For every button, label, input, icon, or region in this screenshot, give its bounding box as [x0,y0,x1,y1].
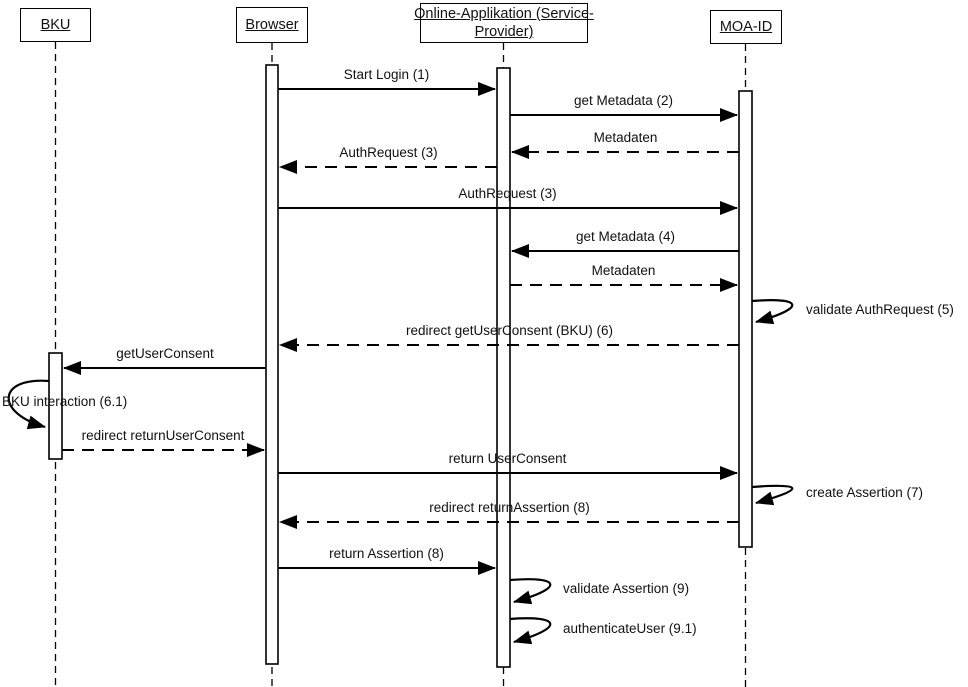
self-message-arrow-moa-id [751,299,794,325]
message-label: get Metadata (4) [575,229,676,244]
message-label: get Metadata (2) [573,93,674,108]
self-message-arrow-online-applikation [509,617,552,645]
message-label: redirect getUserConsent (BKU) (6) [405,323,614,338]
actor-label: MOA-ID [719,18,773,35]
actor-label: Provider) [474,24,534,40]
actor-online-applikation: Online-Applikation (Service- Provider) [414,3,594,43]
message-label: redirect returnUserConsent [81,428,245,443]
activation-bar-online-applikation [496,67,511,668]
message-label: getUserConsent [116,346,214,361]
message-label: redirect returnAssertion (8) [429,500,590,515]
message-label: return UserConsent [448,451,567,466]
message-label: Start Login (1) [343,67,430,82]
message-label: AuthRequest (3) [339,145,438,160]
self-message-label: BKU interaction (6.1) [2,394,128,409]
activation-bar-moa-id [738,90,753,548]
actor-label: Online-Applikation (Service- [414,5,594,22]
actor-bku: BKU [20,8,91,42]
self-message-arrow-moa-id [751,484,794,506]
message-label: return Assertion (8) [329,546,444,561]
self-message-label: authenticateUser (9.1) [563,620,697,636]
activation-bar-browser [265,64,279,665]
self-message-arrow-online-applikation [509,578,552,605]
actor-moa-id: MOA-ID [710,10,782,44]
actor-browser: Browser [236,7,308,43]
self-message-label: validate AuthRequest (5) [806,301,954,317]
actor-label: Browser [245,16,299,33]
message-label: Metadaten [593,130,658,145]
self-message-label: create Assertion (7) [806,485,924,500]
message-label: AuthRequest (3) [458,186,557,201]
actor-label: BKU [40,16,71,33]
activation-bar-bku [48,352,63,460]
self-message-label: validate Assertion (9) [563,581,690,596]
message-label: Metadaten [591,263,656,278]
self-message-arrow-bku [7,379,50,430]
